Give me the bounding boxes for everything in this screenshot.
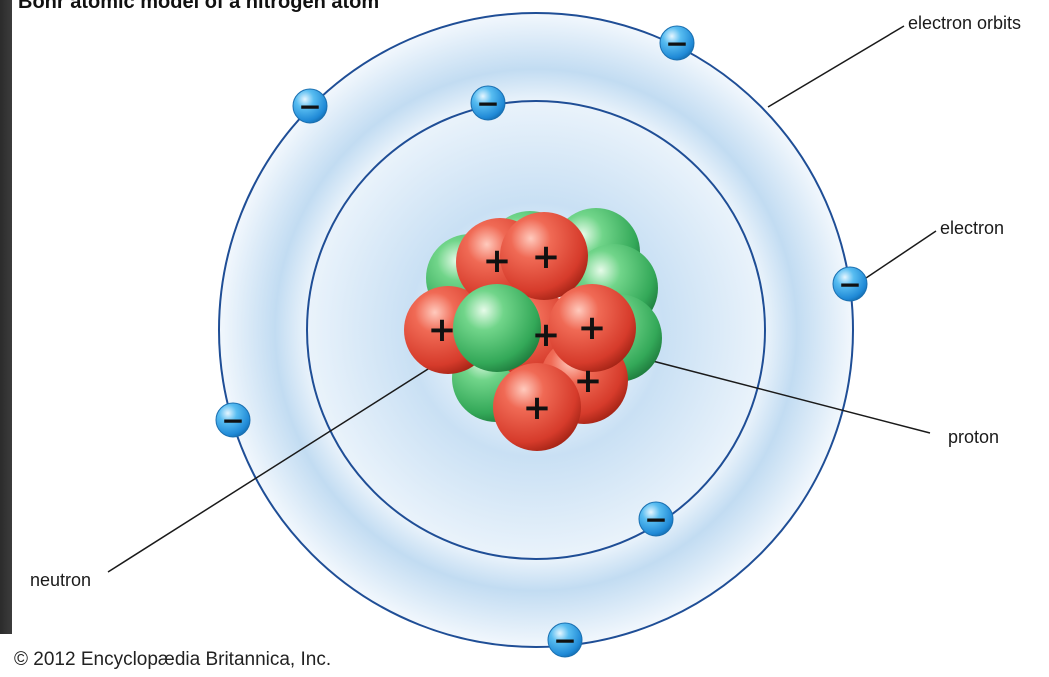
outer-orbit	[218, 12, 854, 648]
proton-sign: +	[428, 310, 457, 350]
copyright-notice: © 2012 Encyclopædia Britannica, Inc.	[14, 649, 332, 670]
proton-sign: +	[574, 361, 603, 401]
proton	[548, 284, 636, 372]
electron-sign: −	[476, 87, 499, 120]
electron: −	[832, 266, 868, 302]
electron: −	[547, 622, 583, 658]
proton-sign: +	[532, 315, 561, 355]
proton-sign: +	[523, 388, 552, 428]
electron-sign: −	[644, 503, 667, 536]
proton-sign: +	[532, 237, 561, 277]
electron-sign: −	[838, 268, 861, 301]
electron-sign: −	[553, 624, 576, 657]
electrons: − − − − − − −	[215, 25, 868, 658]
inner-orbit	[306, 100, 766, 560]
electron-orbits-label: electron orbits	[908, 13, 1022, 33]
electron-sign: −	[221, 404, 244, 437]
proton-leader	[617, 351, 931, 434]
proton	[500, 212, 588, 300]
electron-sign: −	[298, 90, 321, 123]
proton-label: proton	[948, 427, 1000, 447]
electron: −	[292, 88, 328, 124]
neutron-leader	[107, 349, 459, 573]
diagram-title: Bohr atomic model of a nitrogen atom	[18, 0, 380, 13]
left-edge-bar	[0, 0, 12, 634]
electron: −	[215, 402, 251, 438]
electron-leader	[865, 230, 937, 279]
electron-label: electron	[940, 218, 1005, 238]
proton-sign: +	[483, 241, 512, 281]
electron: −	[470, 85, 506, 121]
electron: −	[659, 25, 695, 61]
neutron	[453, 284, 541, 372]
proton	[493, 363, 581, 451]
nucleus: + + + + + + +	[404, 208, 662, 451]
electron-sign: −	[665, 27, 688, 60]
neutron-label: neutron	[30, 570, 92, 590]
electron-orbits-leader	[767, 25, 905, 108]
electron: −	[638, 501, 674, 537]
proton-sign: +	[578, 308, 607, 348]
